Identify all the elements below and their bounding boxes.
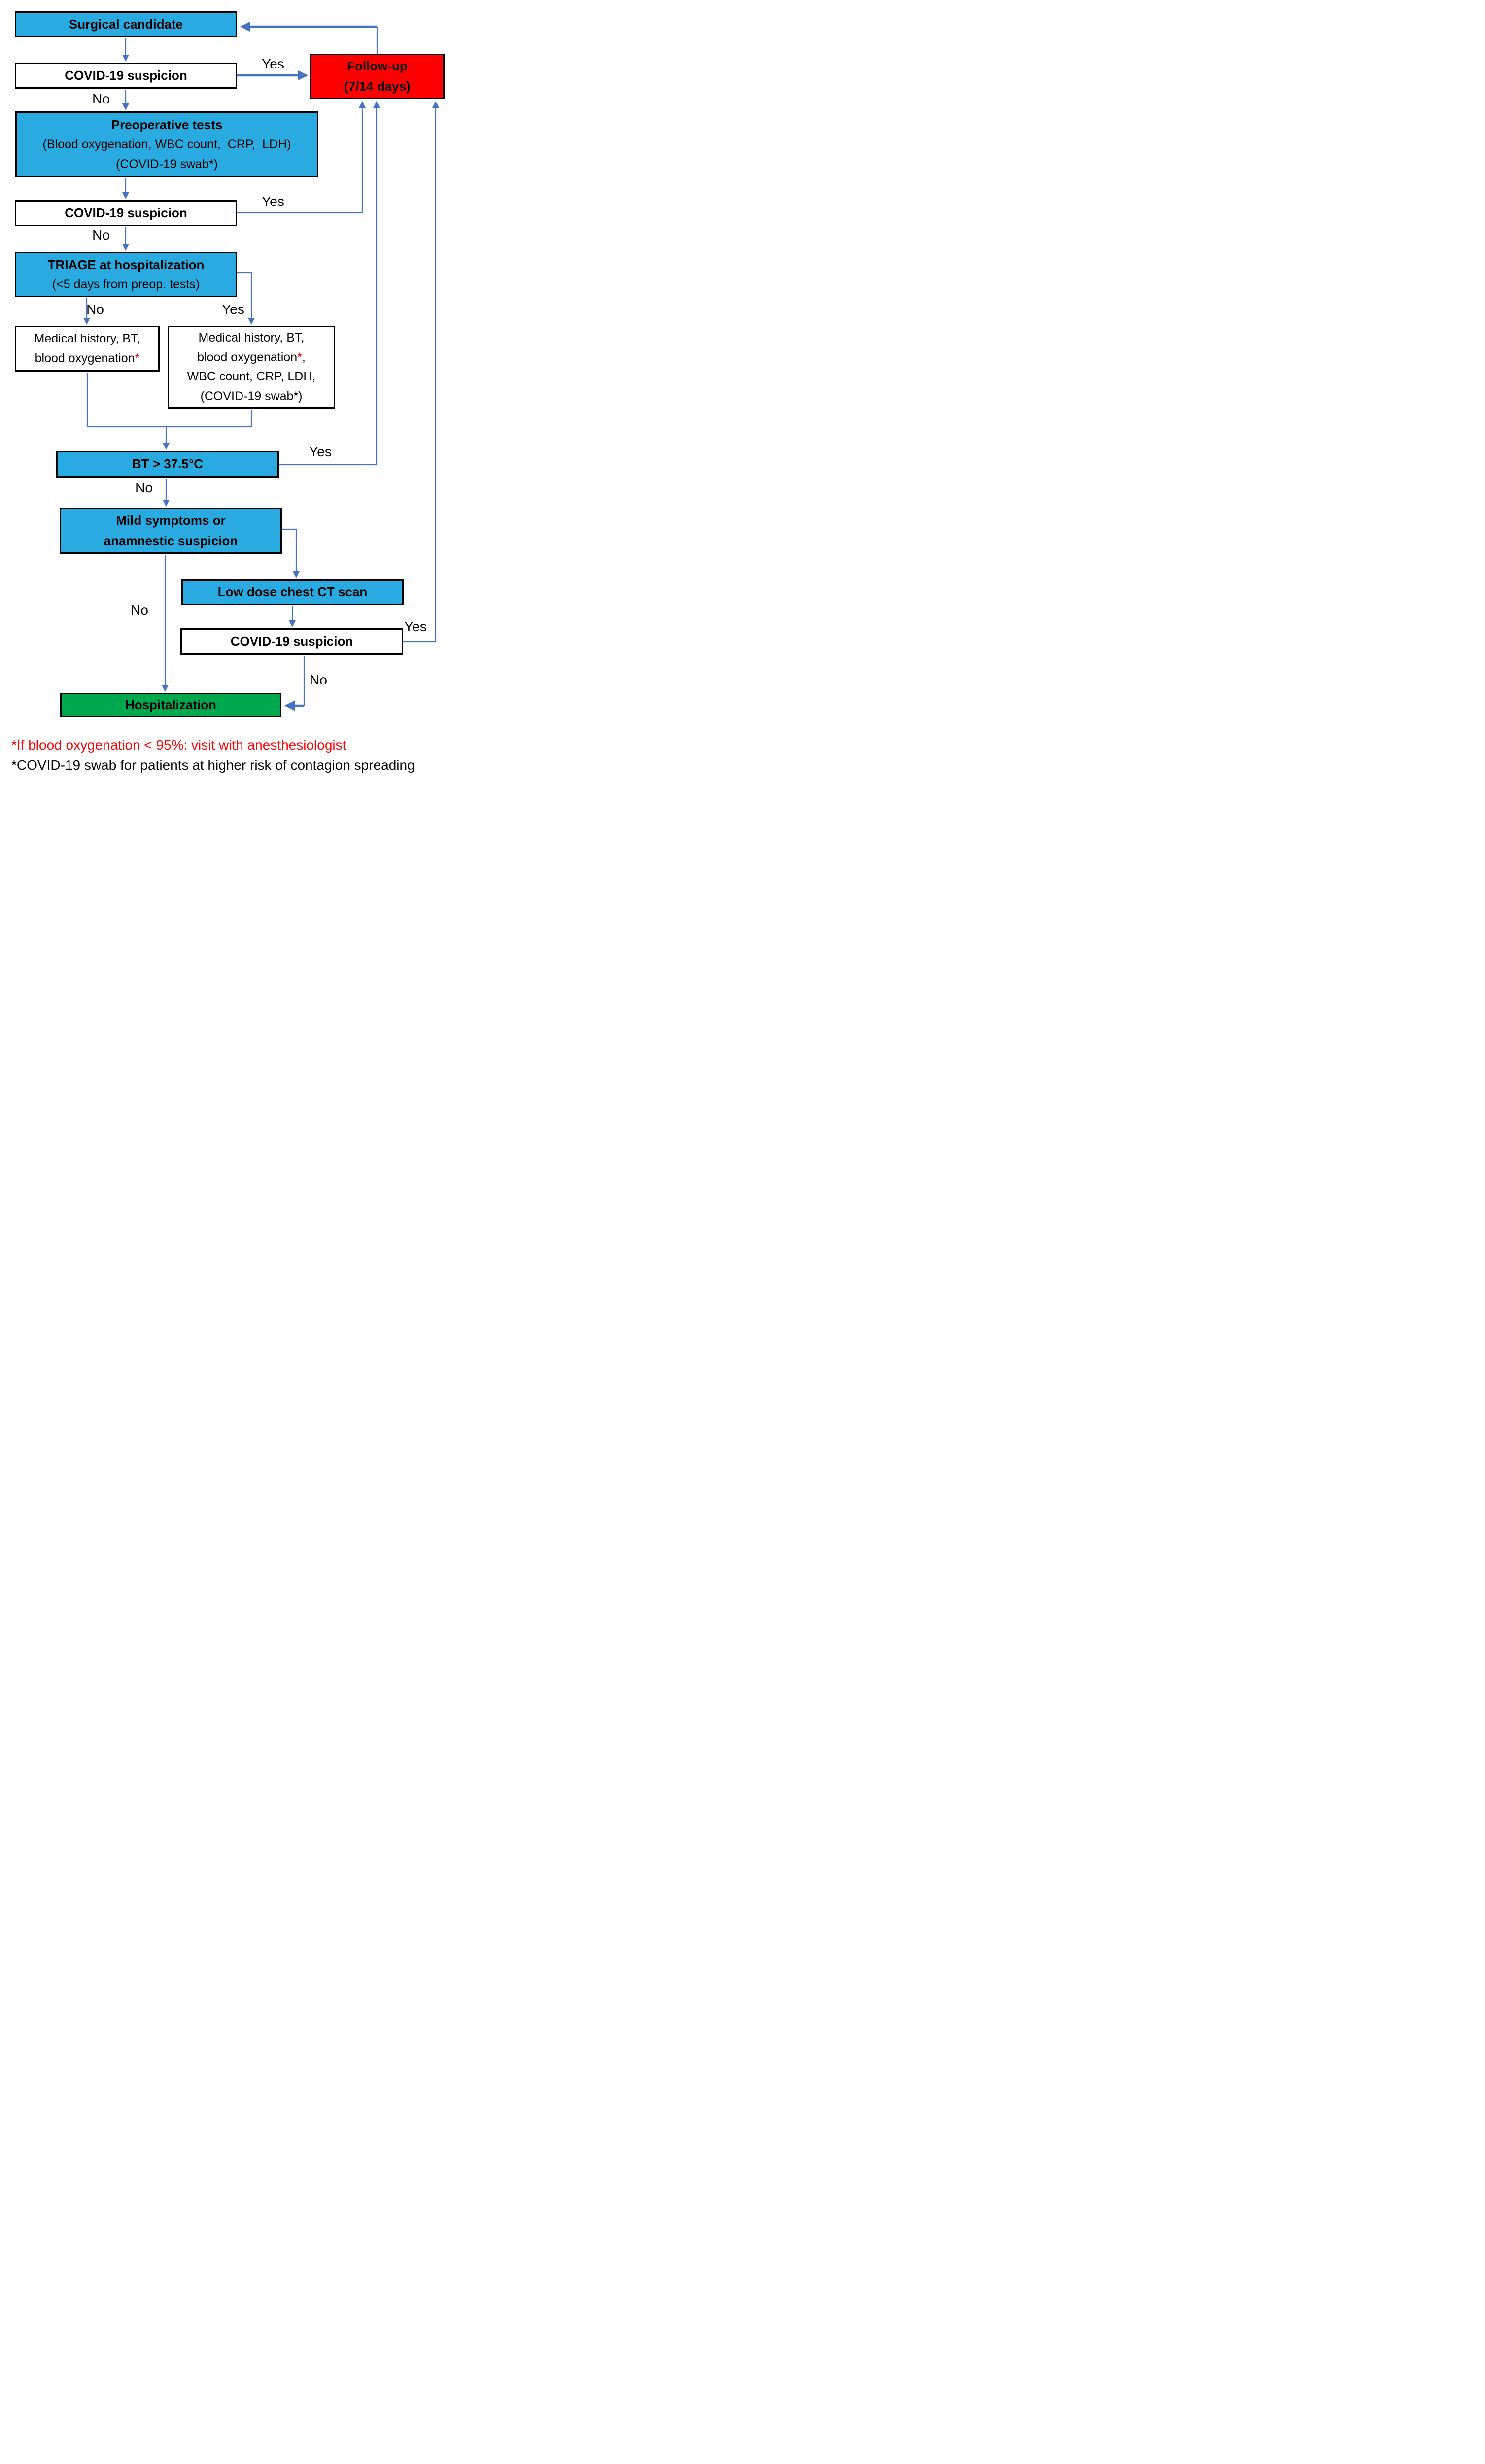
node-medical-history-basic: Medical history, BT, blood oxygenation* <box>15 326 160 372</box>
node-preoperative-tests: Preoperative tests (Blood oxygenation, W… <box>15 111 318 177</box>
connector-medical-extended-join <box>166 410 252 428</box>
footnote-swab: *COVID-19 swab for patients at higher ri… <box>11 757 415 773</box>
node-surgical-candidate: Surgical candidate <box>15 11 237 37</box>
node-line2-text: blood oxygenation <box>197 350 298 364</box>
edge-label-covid2-no: No <box>92 227 110 242</box>
node-line1: Medical history, BT, <box>34 332 140 345</box>
node-mild-symptoms: Mild symptoms or anamnestic suspicion <box>60 508 282 554</box>
node-line2: blood oxygenation*, <box>197 348 306 368</box>
edge-label-covid3-no: No <box>310 672 327 687</box>
node-label: Low dose chest CT scan <box>217 584 368 599</box>
node-triage: TRIAGE at hospitalization (<5 days from … <box>15 252 237 297</box>
node-subtitle: (<5 days from preop. tests) <box>52 277 200 291</box>
edge-label-mild-no: No <box>131 602 148 617</box>
flowchart: Surgical candidate COVID-19 suspicion Pr… <box>0 0 455 779</box>
node-line1: Medical history, BT, <box>198 331 305 344</box>
node-line2-comma: , <box>302 350 306 364</box>
node-label: Surgical candidate <box>69 16 183 32</box>
node-medical-history-extended: Medical history, BT, blood oxygenation*,… <box>168 326 335 409</box>
node-line2: (7/14 days) <box>344 79 411 94</box>
node-covid-suspicion-2: COVID-19 suspicion <box>15 200 237 226</box>
node-line4: (COVID-19 swab*) <box>200 389 303 403</box>
red-asterisk: * <box>297 350 302 364</box>
edge-label-covid3-yes: Yes <box>404 619 427 634</box>
node-line2: anamnestic suspicion <box>104 533 238 548</box>
edge-label-bt-yes: Yes <box>309 444 332 459</box>
node-line3: WBC count, CRP, LDH, <box>187 370 316 383</box>
node-label: Hospitalization <box>125 697 216 712</box>
node-label: BT > 37.5°C <box>132 456 204 472</box>
node-line1: Mild symptoms or <box>116 513 226 528</box>
node-title: Preoperative tests <box>111 117 223 132</box>
edge-label-covid1-yes: Yes <box>262 56 284 71</box>
node-title: TRIAGE at hospitalization <box>47 257 205 272</box>
node-label: COVID-19 suspicion <box>230 634 353 649</box>
node-low-dose-ct: Low dose chest CT scan <box>181 579 404 605</box>
node-line2-text: blood oxygenation <box>35 351 135 365</box>
node-swab-line: (COVID-19 swab*) <box>116 157 218 171</box>
footnote-oxygenation: *If blood oxygenation < 95%: visit with … <box>11 737 346 753</box>
node-hospitalization: Hospitalization <box>60 693 281 717</box>
node-covid-suspicion-1: COVID-19 suspicion <box>15 63 237 89</box>
arrow-covid3-yes-to-followup <box>403 101 439 643</box>
edge-label-bt-no: No <box>135 480 153 495</box>
node-bt-check: BT > 37.5°C <box>56 451 279 478</box>
node-label: COVID-19 suspicion <box>65 68 187 83</box>
red-asterisk: * <box>135 351 140 365</box>
node-covid-suspicion-3: COVID-19 suspicion <box>180 628 403 655</box>
connector-medical-basic-join <box>86 373 166 428</box>
node-line1: Follow-up <box>347 58 408 73</box>
arrow-mild-to-ct <box>282 528 300 578</box>
node-follow-up: Follow-up (7/14 days) <box>310 54 445 99</box>
footnotes: *If blood oxygenation < 95%: visit with … <box>11 735 415 775</box>
node-line2: blood oxygenation* <box>35 349 140 369</box>
node-tests-line: (Blood oxygenation, WBC count, CRP, LDH) <box>42 137 291 152</box>
node-label: COVID-19 suspicion <box>65 205 187 220</box>
edge-label-covid2-yes: Yes <box>262 194 284 209</box>
edge-label-covid1-no: No <box>92 91 110 106</box>
edge-label-triage-yes: Yes <box>222 302 244 317</box>
edge-label-triage-no: No <box>86 302 104 317</box>
